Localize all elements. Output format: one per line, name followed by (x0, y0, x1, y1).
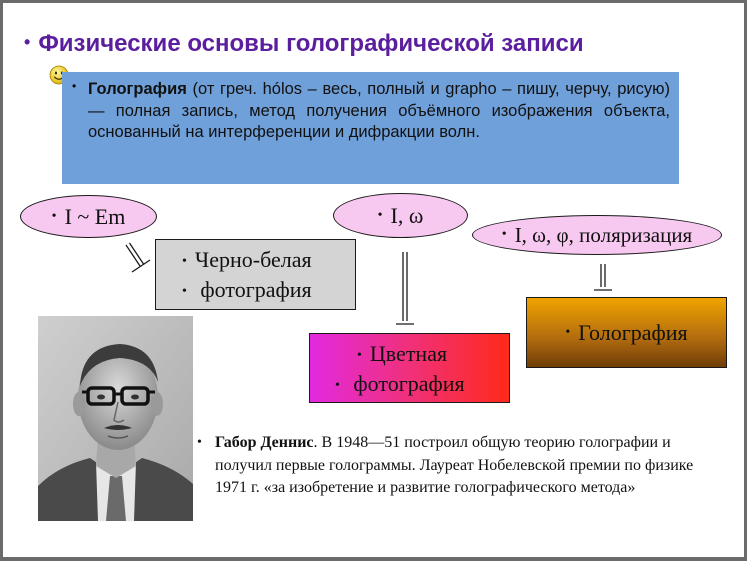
box-bw-bullet-2: • (182, 284, 187, 299)
title-text: Физические основы голографической записи (38, 30, 584, 57)
oval-full: • I, ω, φ, поляризация (472, 215, 722, 255)
box-color-photography: • Цветная • фотография (309, 333, 510, 403)
slide-title: • Физические основы голографической запис… (24, 30, 584, 58)
bio-bullet: • (197, 435, 202, 450)
definition-box: • Голография (от греч. hólos – весь, пол… (62, 72, 679, 184)
box-holography-bullet: • (565, 324, 571, 340)
box-bw-line1-row: • Черно-белая (182, 246, 355, 276)
box-color-line1-row: • Цветная (357, 340, 509, 370)
definition-term: Голография (88, 80, 187, 98)
box-bw-line2: фотография (200, 277, 312, 302)
bio-name: Габор Деннис (215, 434, 314, 451)
box-color-line2-row: • фотография (335, 370, 509, 400)
oval-intensity-label: I ~ Em (64, 203, 126, 229)
box-bw-line1: Черно-белая (194, 247, 312, 272)
definition-text: Голография (от греч. hólos – весь, полны… (88, 79, 670, 144)
arrow-intensity-to-bw (125, 242, 151, 273)
oval-full-bullet: • (501, 227, 507, 242)
box-bw-bullet-1: • (182, 254, 187, 269)
box-color-line1: Цветная (369, 341, 448, 366)
portrait-photo (38, 316, 193, 521)
box-holography: • Голография (526, 297, 727, 368)
definition-bullet: • (72, 79, 77, 93)
oval-intensity-frequency: • I, ω (333, 193, 468, 238)
box-bw-line2-row: • фотография (182, 276, 355, 306)
oval-intensity: • I ~ Em (20, 195, 157, 238)
box-color-bullet-1: • (357, 348, 362, 363)
definition-body: (от греч. hólos – весь, полный и grapho … (88, 80, 670, 141)
box-color-bullet-2: • (335, 378, 340, 393)
bio-text: Габор Деннис. В 1948—51 построил общую т… (215, 432, 697, 500)
title-bullet: • (24, 32, 31, 52)
bio-block: • Габор Деннис. В 1948—51 построил общую… (197, 432, 697, 500)
arrow-full-to-holography (594, 264, 612, 291)
arrow-frequency-to-color (396, 252, 414, 325)
box-holography-label: Голография (578, 319, 688, 345)
oval-intensity-frequency-bullet: • (377, 207, 383, 223)
box-color-line2: фотография (353, 371, 465, 396)
oval-intensity-frequency-label: I, ω (390, 202, 424, 228)
oval-full-label: I, ω, φ, поляризация (514, 222, 693, 247)
bio-body: . В 1948—51 построил общую теорию гологр… (215, 434, 694, 496)
oval-intensity-bullet: • (51, 208, 57, 224)
box-bw-photography: • Черно-белая • фотография (155, 239, 356, 310)
